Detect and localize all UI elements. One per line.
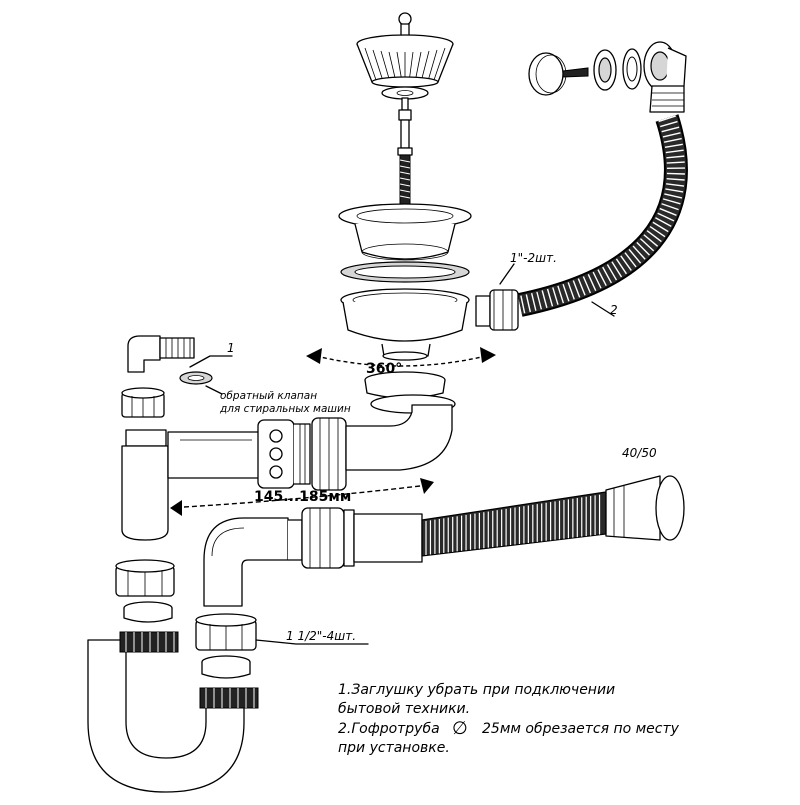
center-screw (397, 97, 413, 206)
check-valve-gasket (179, 371, 213, 385)
overflow-ring (593, 49, 617, 91)
lower-elbow (203, 517, 289, 607)
callout-1-2pcs-leader (499, 263, 515, 285)
overflow-union-nut (475, 289, 519, 331)
horizontal-tee-pipe (121, 429, 261, 541)
check-valve-label-line1: обратный клапан (220, 390, 317, 402)
overflow-cap (528, 52, 567, 96)
diameter-symbol: ∅ (452, 718, 468, 739)
overflow-screw (562, 67, 589, 78)
callout-2-leader (591, 301, 615, 317)
dimension-arrow: 145...185мм (170, 478, 434, 516)
overflow-body (643, 41, 687, 113)
lower-straight-pipe (353, 513, 423, 563)
sink-drain-flange (338, 203, 472, 261)
dimension-label: 145...185мм (254, 489, 351, 505)
note-line-4: при установке. (338, 740, 450, 756)
washer-elbow (127, 335, 195, 373)
drain-corrugated-pipe (421, 491, 607, 557)
callout-1-2pcs: 1"-2шт. (510, 251, 557, 265)
washer-nut (121, 387, 165, 418)
note-line-3b: 25мм обрезается по месту (482, 721, 680, 737)
callout-1half-4pcs-leader (255, 639, 369, 645)
tee-union-nut (257, 417, 347, 491)
installation-notes: 1.Заглушку убрать при подключении бытово… (338, 682, 680, 756)
note-line-2: бытовой техники. (338, 701, 470, 717)
note-line-3a: 2.Гофротруба (338, 721, 440, 737)
callout-2: 2 (610, 303, 618, 317)
callout-1half-4pcs: 1 1/2"-4шт. (286, 629, 356, 643)
siphon-ring-right (201, 655, 251, 679)
callout-1-leader (189, 355, 233, 368)
drain-body (340, 288, 470, 361)
check-valve-leader (205, 385, 223, 395)
size-40-50-label: 40/50 (622, 446, 657, 460)
lower-union-nut (288, 507, 355, 569)
drain-pipe-outlet (605, 475, 685, 541)
tee-to-drain-elbow (345, 404, 453, 471)
check-valve-label-line2: для стиральных машин (219, 403, 351, 415)
note-line-1: 1.Заглушку убрать при подключении (338, 682, 615, 698)
overflow-corrugated-hose (517, 114, 688, 317)
siphon-nut-left (115, 559, 175, 597)
overflow-gasket (622, 48, 642, 90)
siphon-ring-left (123, 601, 173, 623)
siphon-nut-right (195, 613, 257, 651)
strainer-basket (356, 12, 454, 100)
flange-gasket (340, 261, 470, 283)
siphon-u-bend (87, 631, 259, 793)
callout-1: 1 (227, 341, 235, 355)
